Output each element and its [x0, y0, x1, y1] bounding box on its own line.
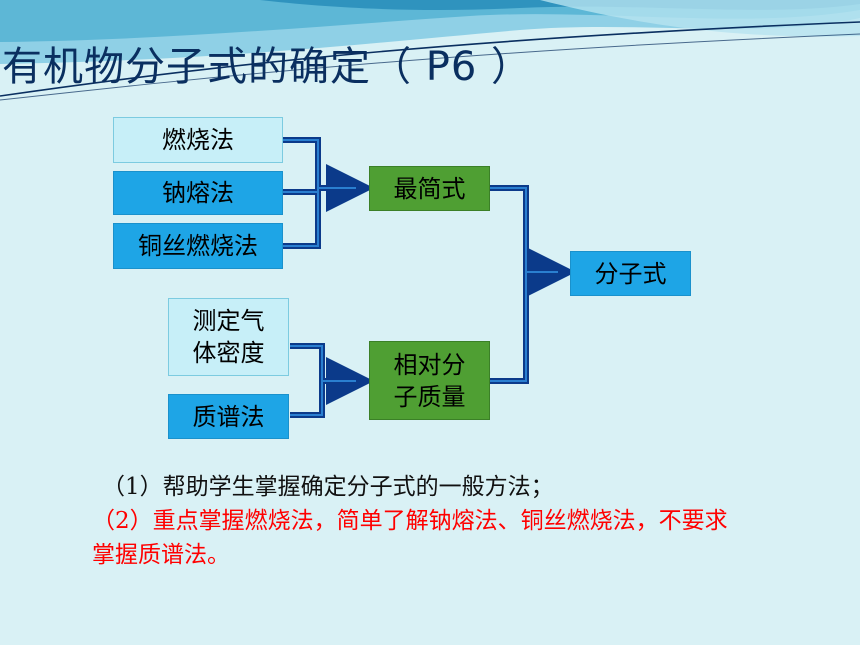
method-combustion-label: 燃烧法: [162, 126, 234, 154]
method-copper-wire-box: 铜丝燃烧法: [113, 223, 283, 269]
note-key-points: （2）重点掌握燃烧法，简单了解钠熔法、铜丝燃烧法，不要求掌握质谱法。: [92, 508, 728, 568]
method-gas-density-label: 测定气体密度: [192, 307, 265, 367]
note-general-method: （1）帮助学生掌握确定分子式的一般方法；: [102, 474, 554, 500]
slide-title: 有机物分子式的确定（ P6 ）: [2, 44, 532, 90]
method-mass-spec-box: 质谱法: [168, 394, 289, 439]
method-gas-density-box: 测定气体密度: [168, 298, 289, 376]
empirical-formula-box: 最简式: [369, 166, 490, 211]
molecular-formula-box: 分子式: [570, 251, 691, 296]
empirical-formula-label: 最简式: [393, 174, 466, 203]
molecular-formula-label: 分子式: [594, 259, 667, 288]
header-wave-decoration: [0, 0, 860, 101]
relative-molecular-mass-label: 相对分子质量: [393, 350, 466, 411]
notes-section: （1）帮助学生掌握确定分子式的一般方法； （2）重点掌握燃烧法，简单了解钠熔法、…: [92, 470, 732, 572]
relative-molecular-mass-box: 相对分子质量: [369, 341, 490, 420]
method-copper-wire-label: 铜丝燃烧法: [138, 232, 258, 260]
method-sodium-fusion-label: 钠熔法: [162, 179, 234, 207]
method-sodium-fusion-box: 钠熔法: [113, 171, 283, 215]
method-combustion-box: 燃烧法: [113, 117, 283, 163]
method-mass-spec-label: 质谱法: [192, 402, 265, 431]
